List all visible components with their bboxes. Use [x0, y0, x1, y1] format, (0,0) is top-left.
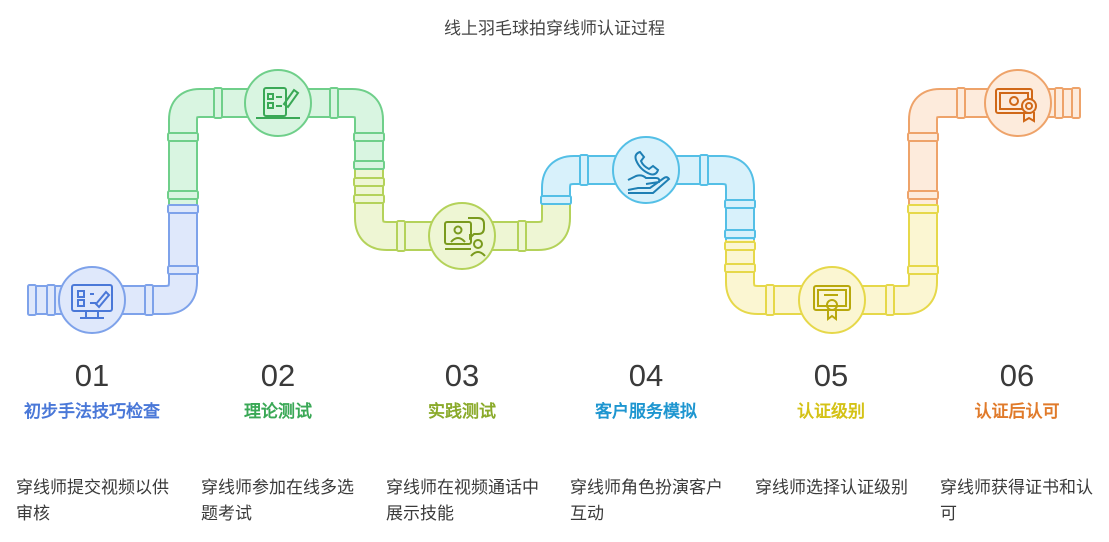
pipeline-diagram — [27, 69, 1081, 334]
step-number: 06 — [999, 358, 1035, 393]
step-number: 03 — [444, 358, 480, 393]
step-5: 05 认证级别 — [746, 358, 916, 424]
step-number: 05 — [813, 358, 849, 393]
step-4: 04 客户服务模拟 — [561, 358, 731, 424]
step-1: 01 初步手法技巧检查 — [7, 358, 177, 424]
step-title: 初步手法技巧检查 — [24, 402, 160, 422]
step-title: 理论测试 — [244, 402, 312, 422]
video-call-icon — [428, 202, 496, 270]
step-number: 02 — [260, 358, 296, 393]
award-certificate-icon — [984, 69, 1052, 137]
step-number: 04 — [628, 358, 664, 393]
quiz-edit-icon — [244, 69, 312, 137]
computer-edit-icon — [58, 266, 126, 334]
step-description: 穿线师获得证书和认可 — [940, 478, 1093, 524]
step-6: 06 认证后认可 — [932, 358, 1102, 424]
step-description: 穿线师参加在线多选题考试 — [201, 478, 354, 524]
step-title: 实践测试 — [428, 402, 496, 422]
step-title: 认证后认可 — [974, 402, 1060, 422]
step-title: 客户服务模拟 — [595, 402, 697, 422]
step-3: 03 实践测试 — [377, 358, 547, 424]
step-title: 认证级别 — [797, 402, 865, 422]
diagram-title: 线上羽毛球拍穿线师认证过程 — [444, 19, 665, 39]
phone-hand-icon — [612, 136, 680, 204]
pipe-segment-1 — [30, 205, 198, 315]
step-2: 02 理论测试 — [193, 358, 363, 424]
step-description: 穿线师在视频通话中展示技能 — [386, 478, 539, 524]
step-description: 穿线师选择认证级别 — [755, 478, 908, 498]
certificate-icon — [798, 266, 866, 334]
pipe-segment-6 — [908, 88, 1078, 205]
step-description: 穿线师角色扮演客户互动 — [570, 478, 723, 524]
step-description: 穿线师提交视频以供审核 — [16, 478, 169, 524]
step-number: 01 — [74, 358, 110, 393]
